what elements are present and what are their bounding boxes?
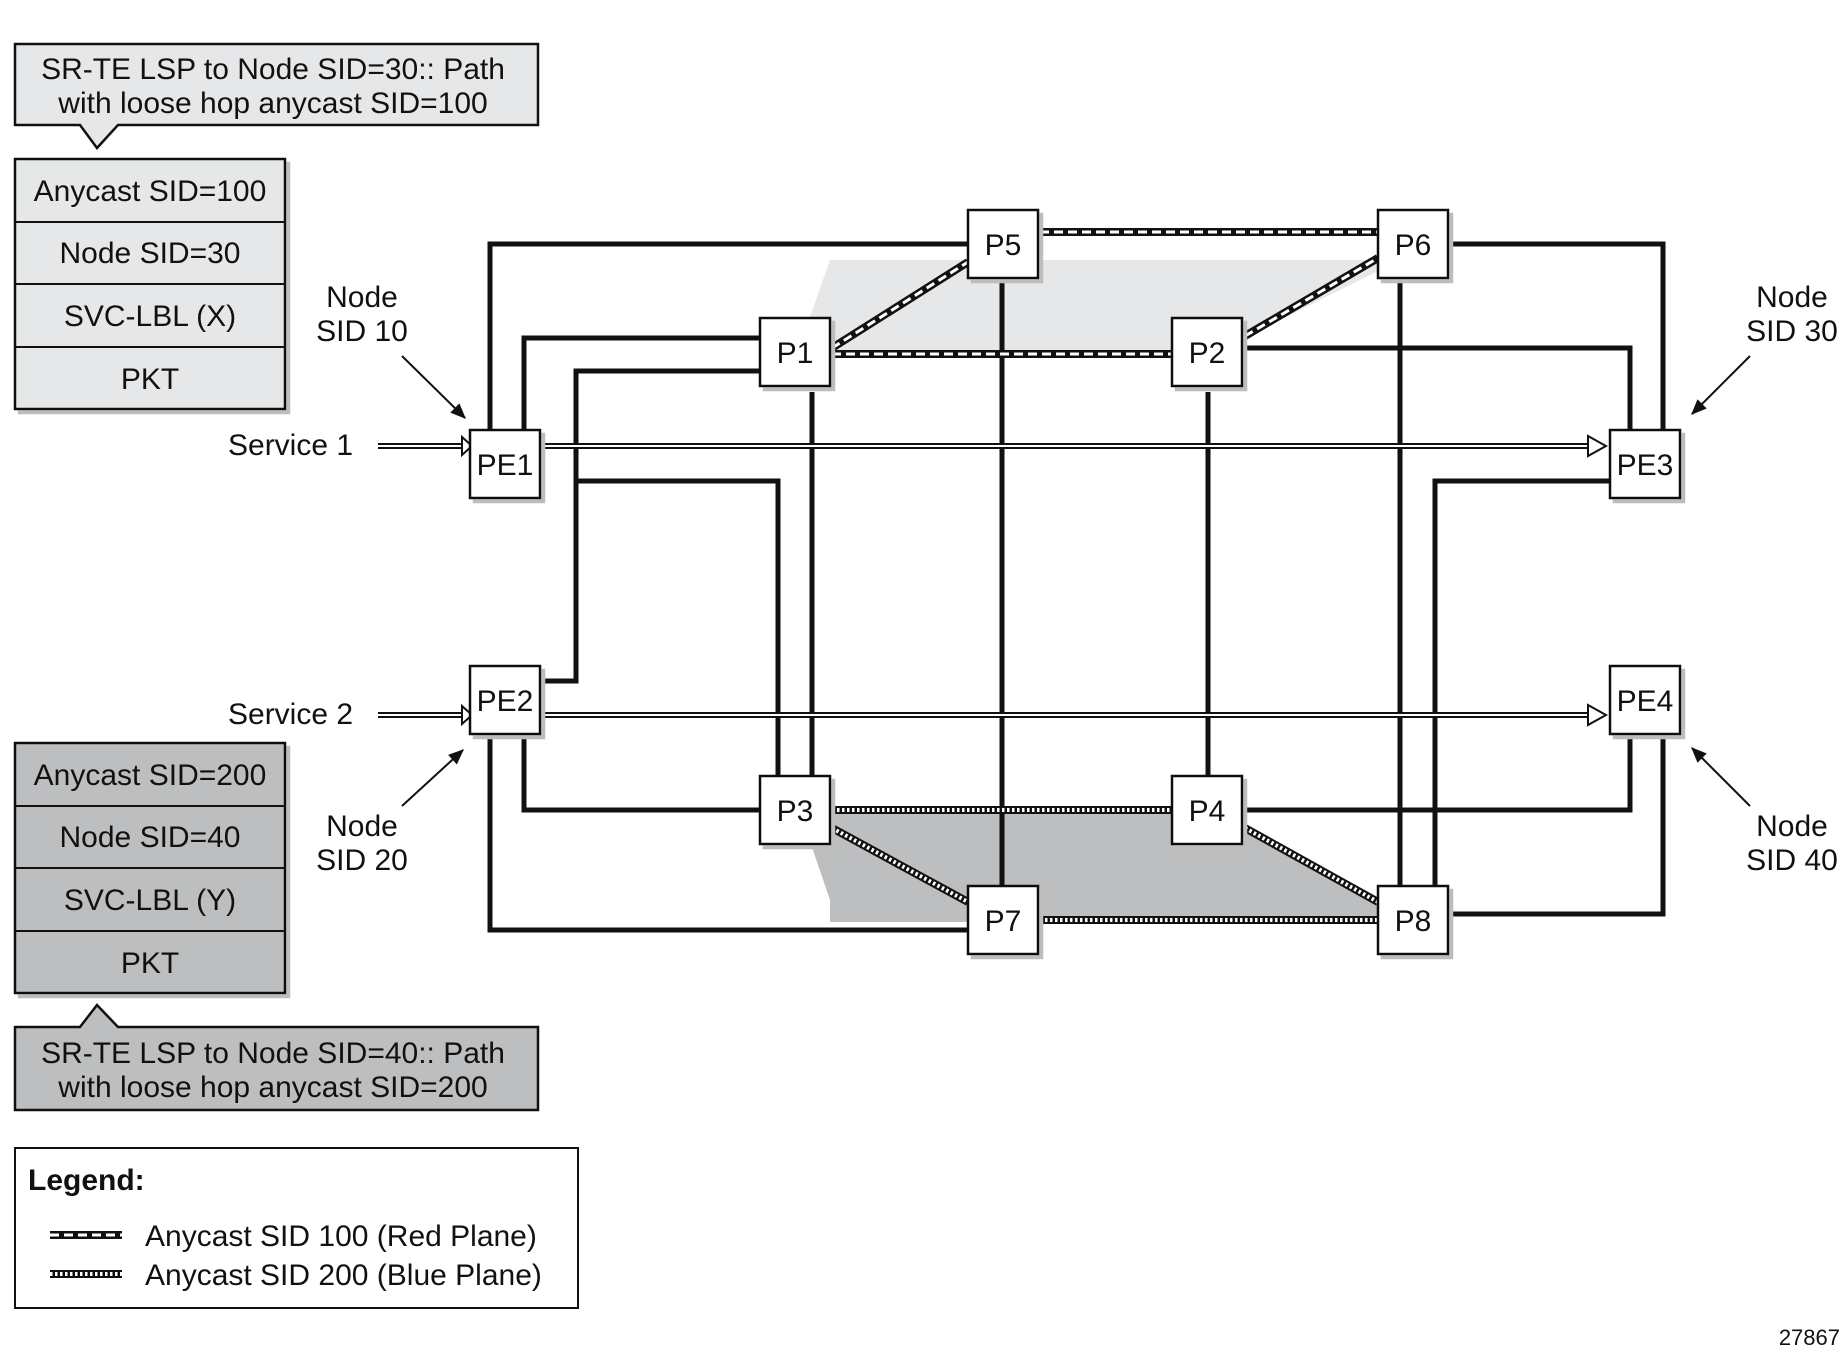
blue-plane-area [800, 812, 1380, 922]
callout-red: SR-TE LSP to Node SID=30:: Path with loo… [13, 42, 540, 150]
node-sid-20-pointer [401, 749, 464, 807]
legend-title: Legend: [28, 1164, 145, 1197]
node-sid-40: Node SID 40 [1691, 747, 1838, 877]
node-sid-10-line1: Node [326, 281, 398, 314]
link-pe2-p7 [487, 707, 968, 933]
node-p5 [966, 208, 1040, 280]
link-p1-p5-red [829, 258, 971, 352]
callout-blue-line2: with loose hop anycast SID=200 [57, 1071, 487, 1104]
node-sid-30-pointer [1691, 355, 1751, 415]
link-p2-pe3 [1245, 345, 1633, 436]
node-sid-10: Node SID 10 [316, 281, 466, 419]
node-pe4 [1608, 664, 1682, 736]
node-pe2-label: PE2 [477, 685, 534, 718]
service-2-path [540, 703, 1609, 727]
stack-red-svc-label: SVC-LBL (X) [64, 300, 236, 333]
link-pe1-p1 [521, 335, 760, 441]
stack-blue-pkt: PKT [121, 947, 179, 980]
node-p3 [758, 774, 832, 846]
node-pe3 [1608, 428, 1682, 500]
node-pe1 [468, 428, 542, 500]
link-pe2-p3 [521, 707, 760, 813]
callout-blue: SR-TE LSP to Node SID=40:: Path with loo… [13, 1003, 540, 1112]
link-p3-p7-blue [830, 824, 970, 906]
link-p6-pe3 [1445, 241, 1666, 436]
node-sid-10-line2: SID 10 [316, 315, 408, 348]
stack-blue-svc-label: SVC-LBL (Y) [64, 884, 236, 917]
node-pe3-label: PE3 [1617, 449, 1674, 482]
legend-box [14, 1147, 579, 1309]
service-1-path [540, 434, 1609, 458]
node-p2 [1170, 316, 1244, 388]
node-p4 [1170, 774, 1244, 846]
legend-blue-label: Anycast SID 200 (Blue Plane) [145, 1259, 542, 1292]
node-sid-30-line1: Node [1756, 281, 1828, 314]
link-pe1-p3 [575, 478, 781, 776]
node-sid-10-pointer [401, 355, 466, 419]
link-p2-p6-red [1242, 254, 1381, 340]
node-p7 [966, 884, 1040, 956]
red-plane-links [829, 228, 1381, 358]
node-pe1-label: PE1 [477, 449, 534, 482]
label-stack-red-rows: Anycast SID=100 Node SID=30 SVC-LBL (X) … [15, 175, 285, 396]
link-pe1-p5 [487, 241, 968, 441]
node-sid-40-pointer [1691, 747, 1751, 807]
node-p3-label: P3 [777, 795, 814, 828]
callout-blue-box [13, 1003, 540, 1112]
node-sid-30: Node SID 30 [1691, 281, 1838, 415]
node-sid-20-line1: Node [326, 810, 398, 843]
stack-blue-anycast: Anycast SID=200 [34, 759, 267, 792]
legend-red-label: Anycast SID 100 (Red Plane) [145, 1220, 537, 1253]
node-p2-label: P2 [1189, 337, 1226, 370]
stack-red-node-sid: Node SID=30 [60, 237, 241, 270]
label-stack-blue-rows: Anycast SID=200 Node SID=40 SVC-LBL (Y) … [15, 759, 285, 980]
link-p4-pe4 [1245, 707, 1633, 813]
node-pe2 [468, 664, 542, 736]
service-2-arrow [378, 703, 474, 727]
node-p1 [758, 316, 832, 388]
service-2-label: Service 2 [228, 698, 353, 731]
node-p7-label: P7 [985, 905, 1022, 938]
node-sid-40-line1: Node [1756, 810, 1828, 843]
stack-red-anycast: Anycast SID=100 [34, 175, 267, 208]
callout-red-box [13, 42, 540, 150]
callout-red-line1: SR-TE LSP to Node SID=30:: Path [41, 53, 505, 86]
blue-plane-links [830, 806, 1380, 924]
node-p5-label: P5 [985, 229, 1022, 262]
links [487, 241, 1666, 933]
node-p6-label: P6 [1395, 229, 1432, 262]
link-pe2-p1 [540, 368, 760, 684]
node-p1-label: P1 [777, 337, 814, 370]
node-p8-label: P8 [1395, 905, 1432, 938]
callout-blue-line1: SR-TE LSP to Node SID=40:: Path [41, 1037, 505, 1070]
link-p8-pe4 [1445, 707, 1666, 917]
link-p4-p8-blue [1243, 824, 1380, 906]
node-sid-20-line2: SID 20 [316, 844, 408, 877]
legend: Legend: Anycast SID 100 (Red Plane) Anyc… [14, 1147, 579, 1309]
node-p6 [1376, 208, 1450, 280]
service-1-arrow [378, 434, 474, 458]
stack-red-pkt: PKT [121, 363, 179, 396]
node-p4-label: P4 [1189, 795, 1226, 828]
stack-blue-node-sid: Node SID=40 [60, 821, 241, 854]
callout-red-line2: with loose hop anycast SID=100 [57, 87, 487, 120]
link-pe3-p8 [1432, 478, 1610, 888]
figure-number: 27867 [1779, 1325, 1840, 1350]
node-pe4-label: PE4 [1617, 685, 1674, 718]
node-sid-20: Node SID 20 [316, 749, 464, 877]
node-sid-30-line2: SID 30 [1746, 315, 1838, 348]
node-p8 [1376, 884, 1450, 956]
node-sid-40-line2: SID 40 [1746, 844, 1838, 877]
service-1-label: Service 1 [228, 429, 353, 462]
